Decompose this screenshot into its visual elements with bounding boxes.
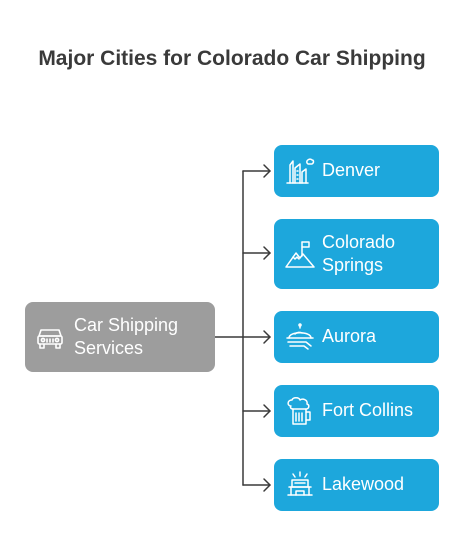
arrowhead-fort-collins: [263, 404, 271, 418]
brewery-beer-icon: [287, 397, 311, 425]
city-node-fort-collins: Fort Collins: [274, 385, 439, 437]
city-node-denver: Denver: [274, 145, 439, 197]
root-node-label-line-1: Car Shipping: [74, 315, 179, 335]
diagram-title: Major Cities for Colorado Car Shipping: [38, 47, 426, 70]
jeep-icon: [37, 329, 63, 349]
city-label-fort-collins-line-1: Fort Collins: [322, 400, 414, 420]
city-label-aurora-line-1: Aurora: [322, 326, 377, 346]
arrowhead-lakewood: [263, 478, 271, 492]
arrowhead-denver: [263, 164, 271, 178]
city-label-colorado-springs-line-2: Springs: [322, 255, 384, 275]
city-label-denver: Denver: [322, 159, 380, 182]
city-label-aurora: Aurora: [322, 325, 376, 348]
arrowhead-aurora: [263, 330, 271, 344]
city-label-denver-line-1: Denver: [322, 160, 381, 180]
root-node-label-line-2: Services: [74, 338, 144, 358]
mountain-flag-icon: [285, 241, 315, 268]
cloche-service-icon: [286, 323, 314, 350]
city-node-aurora: Aurora: [274, 311, 439, 363]
city-label-lakewood: Lakewood: [322, 473, 404, 496]
root-node-car-shipping-services: Car Shipping Services: [25, 302, 215, 372]
city-label-colorado-springs: Colorado Springs: [322, 231, 395, 277]
root-node-label: Car Shipping Services: [74, 314, 178, 360]
park-bench-icon: [287, 471, 313, 496]
skyline-icon: [286, 158, 315, 184]
arrowhead-colorado-springs: [263, 246, 271, 260]
city-label-fort-collins: Fort Collins: [322, 399, 413, 422]
city-label-colorado-springs-line-1: Colorado: [322, 232, 396, 252]
city-label-lakewood-line-1: Lakewood: [322, 474, 405, 494]
city-node-lakewood: Lakewood: [274, 459, 439, 511]
city-node-colorado-springs: Colorado Springs: [274, 219, 439, 289]
